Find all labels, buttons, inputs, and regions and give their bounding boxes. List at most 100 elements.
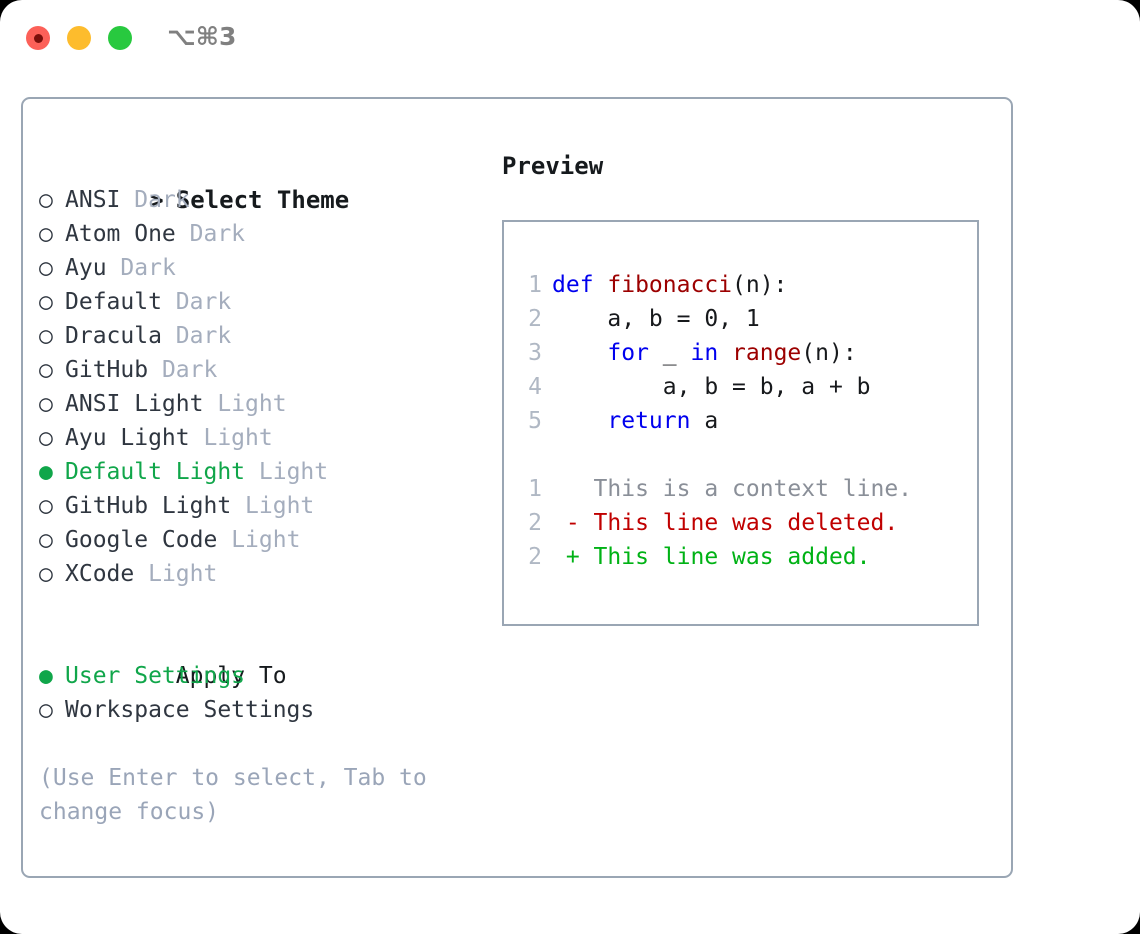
- theme-list-item[interactable]: ○ Atom One Dark: [39, 217, 499, 251]
- theme-name-label: XCode: [65, 561, 135, 587]
- caret-icon: >: [149, 188, 164, 214]
- theme-category-label: Dark: [175, 289, 232, 315]
- radio-unselected-icon: ○: [39, 221, 53, 247]
- apply-to-item[interactable]: ○ Workspace Settings: [39, 693, 499, 727]
- diff-line-text: + This line was added.: [552, 544, 871, 570]
- theme-list: ○ANSI Dark○Atom One Dark○Ayu Dark○Defaul…: [39, 183, 499, 591]
- line-number: 2: [528, 544, 542, 570]
- apply-to-item[interactable]: ●User Settings: [39, 659, 499, 693]
- code-token-txt: (n):: [801, 340, 857, 366]
- radio-unselected-icon: ○: [39, 391, 53, 417]
- theme-list-item[interactable]: ○ GitHub Dark: [39, 353, 499, 387]
- code-diff-separator: [516, 438, 971, 472]
- theme-list-item[interactable]: ○ Default Dark: [39, 285, 499, 319]
- theme-category-label: Dark: [175, 323, 232, 349]
- recording-indicator-icon: [33, 33, 43, 43]
- theme-category-label: Light: [231, 527, 301, 553]
- diff-line-deleted: 2 - This line was deleted.: [516, 506, 971, 540]
- code-token-txt: _: [648, 340, 691, 366]
- radio-unselected-icon: ○: [39, 561, 53, 587]
- line-number: 1: [528, 476, 542, 502]
- theme-list-item[interactable]: ○GitHub Light Light: [39, 489, 499, 523]
- code-token-txt: [552, 340, 607, 366]
- code-token-kw: in: [690, 340, 719, 366]
- apply-to-header-label: Apply To: [175, 663, 287, 689]
- theme-name-label: Default Light: [65, 459, 246, 485]
- theme-list-item[interactable]: ○ XCode Light: [39, 557, 499, 591]
- theme-list-header: > Select Theme: [39, 149, 499, 214]
- theme-list-header-label: Select Theme: [175, 186, 350, 214]
- diff-line-added: 2 + This line was added.: [516, 540, 971, 574]
- theme-category-label: Dark: [161, 357, 218, 383]
- theme-list-item[interactable]: ○ ANSI Light Light: [39, 387, 499, 421]
- apply-to-label: Workspace Settings: [65, 697, 315, 723]
- code-token-fn: fibonacci: [607, 272, 733, 298]
- line-number: 2: [528, 510, 542, 536]
- theme-name-label: Google Code: [65, 527, 218, 553]
- theme-name-label: Default: [65, 289, 162, 315]
- radio-unselected-icon: ○: [39, 255, 53, 281]
- diff-line-context: 1 This is a context line.: [516, 472, 971, 506]
- diff-line-text: This is a context line.: [552, 476, 913, 502]
- radio-selected-icon: ●: [39, 459, 53, 485]
- theme-name-label: Ayu: [65, 255, 107, 281]
- theme-picker-column: >Select Theme ○ANSI Dark○Atom One Dark○A…: [39, 149, 499, 829]
- theme-category-label: Dark: [134, 187, 190, 213]
- code-token-txt: [552, 408, 607, 434]
- line-number: 5: [528, 408, 542, 434]
- zoom-window-button[interactable]: [108, 26, 132, 50]
- radio-unselected-icon: ○: [39, 289, 53, 315]
- apply-to-header: Apply To: [39, 625, 499, 689]
- line-number: 3: [528, 340, 542, 366]
- line-number: 4: [528, 374, 542, 400]
- theme-list-item[interactable]: ○Ayu Dark: [39, 251, 499, 285]
- minimize-window-button[interactable]: [67, 26, 91, 50]
- code-line: 4 a, b = b, a + b: [516, 370, 971, 404]
- radio-unselected-icon: ○: [39, 527, 53, 553]
- theme-name-label: GitHub Light: [65, 493, 232, 519]
- apply-to-list: ●User Settings ○ Workspace Settings: [39, 659, 499, 727]
- theme-category-label: Light: [245, 493, 315, 519]
- theme-list-item[interactable]: ○Ayu Light Light: [39, 421, 499, 455]
- code-token-txt: a, b = b, a + b: [552, 374, 871, 400]
- theme-category-label: Light: [217, 391, 287, 417]
- preview-title: Preview: [502, 152, 604, 180]
- theme-name-label: ANSI Light: [65, 391, 204, 417]
- traffic-light-buttons: [26, 26, 132, 50]
- code-line: 5 return a: [516, 404, 971, 438]
- radio-unselected-icon: ○: [39, 697, 53, 723]
- theme-list-item[interactable]: ● Default Light Light: [39, 455, 499, 489]
- theme-category-label: Dark: [189, 221, 246, 247]
- radio-unselected-icon: ○: [39, 323, 53, 349]
- line-number: 2: [528, 306, 542, 332]
- close-window-button[interactable]: [26, 26, 50, 50]
- code-token-kw: for: [607, 340, 649, 366]
- apply-to-label: User Settings: [65, 663, 246, 689]
- theme-list-item[interactable]: ○Dracula Dark: [39, 319, 499, 353]
- theme-list-item[interactable]: ○ANSI Dark: [39, 183, 499, 217]
- theme-category-label: Light: [203, 425, 273, 451]
- keyboard-hint-text: (Use Enter to select, Tab to change focu…: [39, 765, 441, 825]
- diff-lines: 1 This is a context line.2 - This line w…: [516, 472, 971, 574]
- theme-category-label: Light: [258, 459, 329, 485]
- radio-unselected-icon: ○: [39, 187, 53, 213]
- code-line: 2 a, b = 0, 1: [516, 302, 971, 336]
- theme-list-item[interactable]: ○ Google Code Light: [39, 523, 499, 557]
- code-token-txt: (n):: [732, 272, 788, 298]
- theme-name-label: Atom One: [65, 221, 176, 247]
- theme-name-label: Ayu Light: [65, 425, 190, 451]
- theme-category-label: Light: [148, 561, 218, 587]
- radio-unselected-icon: ○: [39, 357, 53, 383]
- title-bar: ⌥⌘3: [0, 0, 1140, 78]
- code-token-txt: a: [690, 408, 719, 434]
- theme-name-label: GitHub: [65, 357, 149, 383]
- diff-line-text: - This line was deleted.: [552, 510, 899, 536]
- list-spacer: [39, 591, 499, 625]
- keyboard-shortcut-label: ⌥⌘3: [167, 22, 237, 51]
